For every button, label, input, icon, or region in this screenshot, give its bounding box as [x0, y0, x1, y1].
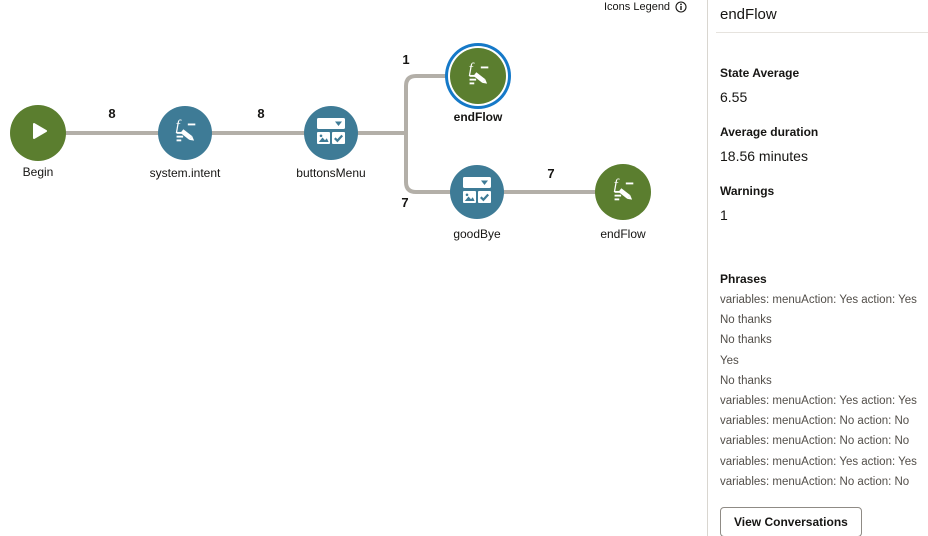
node-end-flow-top[interactable]: f [450, 48, 506, 104]
phrases-list: variables: menuAction: Yes action: Yes N… [720, 290, 917, 492]
phrase-item: No thanks [720, 374, 772, 387]
stat-average-duration: Average duration 18.56 minutes [720, 125, 916, 164]
phrase-item: variables: menuAction: Yes action: Yes [720, 455, 917, 468]
state-details-panel: endFlow State Average 6.55 Average durat… [707, 0, 928, 536]
node-begin[interactable] [10, 105, 66, 161]
phrase-item: variables: menuAction: Yes action: Yes [720, 395, 917, 408]
node-good-bye[interactable] [450, 165, 504, 219]
node-end-flow-bottom[interactable]: f [595, 164, 651, 220]
icons-legend-toggle[interactable]: Icons Legend [604, 1, 687, 13]
node-label: goodBye [453, 227, 501, 241]
stat-state-average: State Average 6.55 [720, 66, 916, 105]
intent-icon: f [170, 116, 200, 151]
node-label: system.intent [149, 166, 221, 180]
svg-text:f: f [469, 61, 475, 77]
phrase-item: variables: menuAction: No action: No [720, 415, 910, 428]
stat-label: Average duration [720, 125, 819, 139]
phrase-item: No thanks [720, 334, 772, 347]
node-buttons-menu[interactable] [304, 106, 358, 160]
node-label: Begin [22, 165, 54, 179]
stat-value: 1 [720, 207, 728, 223]
node-label: buttonsMenu [296, 166, 366, 180]
common-response-icon [462, 176, 492, 209]
edge-count: 8 [257, 106, 265, 121]
flow-canvas: 8 8 1 7 7 Begin f system.in [10, 1, 687, 241]
stat-value: 18.56 minutes [720, 148, 808, 164]
edge-count: 1 [402, 52, 410, 67]
flow-edges [38, 74, 623, 194]
view-conversations-button[interactable]: View Conversations [720, 507, 862, 536]
play-icon [24, 117, 52, 150]
node-label: endFlow [600, 227, 646, 241]
stat-warnings: Warnings 1 [720, 184, 916, 223]
info-icon[interactable] [675, 1, 687, 13]
stat-label: State Average [720, 66, 800, 80]
stat-value: 6.55 [720, 89, 748, 105]
phrases-heading: Phrases [720, 272, 767, 286]
phrase-item: variables: menuAction: Yes action: Yes [720, 294, 917, 306]
stat-label: Warnings [720, 184, 775, 198]
intent-icon: f [463, 59, 493, 94]
phrase-item: variables: menuAction: No action: No [720, 475, 910, 488]
phrase-item: Yes [720, 354, 739, 367]
phrase-item: variables: menuAction: No action: No [720, 435, 910, 448]
common-response-icon [316, 117, 346, 150]
panel-title: endFlow [720, 6, 777, 23]
edge-count: 7 [547, 166, 555, 181]
svg-text:f: f [614, 177, 620, 193]
panel-divider [716, 32, 928, 33]
svg-text:f: f [176, 118, 182, 134]
intent-icon: f [608, 175, 638, 210]
phrase-item: No thanks [720, 314, 772, 327]
icons-legend-label: Icons Legend [604, 1, 671, 13]
edge-count: 7 [401, 195, 409, 210]
node-system-intent[interactable]: f [158, 106, 212, 160]
node-label: endFlow [453, 110, 503, 124]
edge-count: 8 [108, 106, 116, 121]
